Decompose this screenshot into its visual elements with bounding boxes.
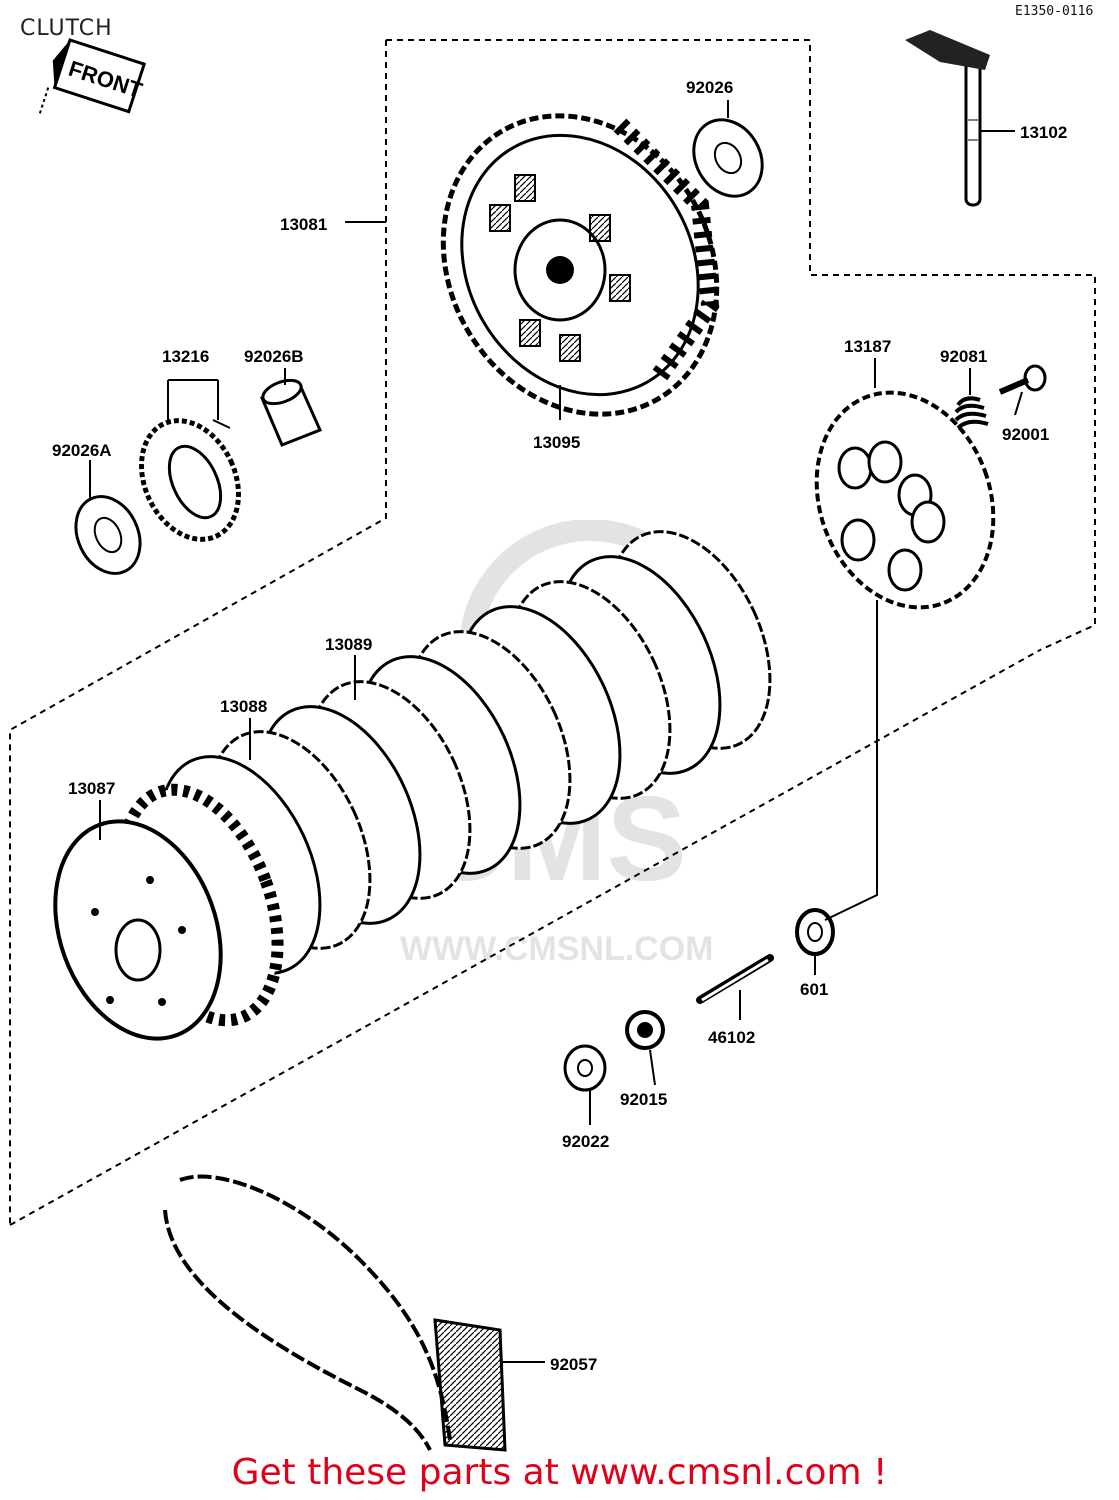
label-13187: 13187 bbox=[844, 337, 891, 356]
clutch-housing-gear bbox=[440, 113, 720, 417]
footer-cta[interactable]: Get these parts at www.cmsnl.com ! bbox=[0, 1452, 1119, 1493]
label-92026A: 92026A bbox=[52, 441, 112, 460]
label-13088: 13088 bbox=[220, 697, 267, 716]
label-13216: 13216 bbox=[162, 347, 209, 366]
label-601: 601 bbox=[800, 980, 828, 999]
footer-link[interactable]: Get these parts at www.cmsnl.com ! bbox=[231, 1452, 888, 1493]
label-92026B: 92026B bbox=[244, 347, 304, 366]
diagram-title: CLUTCH bbox=[20, 16, 113, 41]
oil-pump-drive-gear bbox=[139, 418, 241, 542]
push-lever bbox=[905, 30, 990, 207]
assembly-outline bbox=[9, 39, 1096, 1226]
label-13102: 13102 bbox=[1020, 123, 1067, 142]
label-13089: 13089 bbox=[325, 635, 372, 654]
label-46102: 46102 bbox=[708, 1028, 755, 1047]
label-92001: 92001 bbox=[1002, 425, 1049, 444]
label-92026: 92026 bbox=[686, 78, 733, 97]
washer-92022 bbox=[563, 1044, 607, 1092]
label-13087: 13087 bbox=[68, 779, 115, 798]
label-92015: 92015 bbox=[620, 1090, 667, 1109]
nut-92015 bbox=[625, 1010, 665, 1050]
ball-bearing bbox=[795, 908, 835, 956]
washer-92026 bbox=[692, 118, 764, 198]
part-number-labels: 13081 92026 13102 13095 13216 92026B 920… bbox=[52, 78, 1067, 1374]
spring-bolt bbox=[998, 364, 1047, 395]
label-13095: 13095 bbox=[533, 433, 580, 452]
leader-lines bbox=[89, 100, 1023, 1363]
label-92057: 92057 bbox=[550, 1355, 597, 1374]
clutch-hub bbox=[53, 783, 284, 1041]
clutch-spring bbox=[954, 396, 989, 430]
label-92081: 92081 bbox=[940, 347, 987, 366]
drawing-code: E1350-0116 bbox=[1015, 4, 1094, 19]
primary-chain bbox=[163, 1174, 507, 1452]
push-rod bbox=[696, 954, 774, 1004]
front-arrow-icon: FRONT bbox=[38, 38, 147, 115]
collar-92026B bbox=[259, 378, 323, 447]
label-92022: 92022 bbox=[562, 1132, 609, 1151]
pressure-plate bbox=[814, 390, 996, 610]
washer-92026A bbox=[74, 495, 142, 575]
label-13081: 13081 bbox=[280, 215, 327, 234]
